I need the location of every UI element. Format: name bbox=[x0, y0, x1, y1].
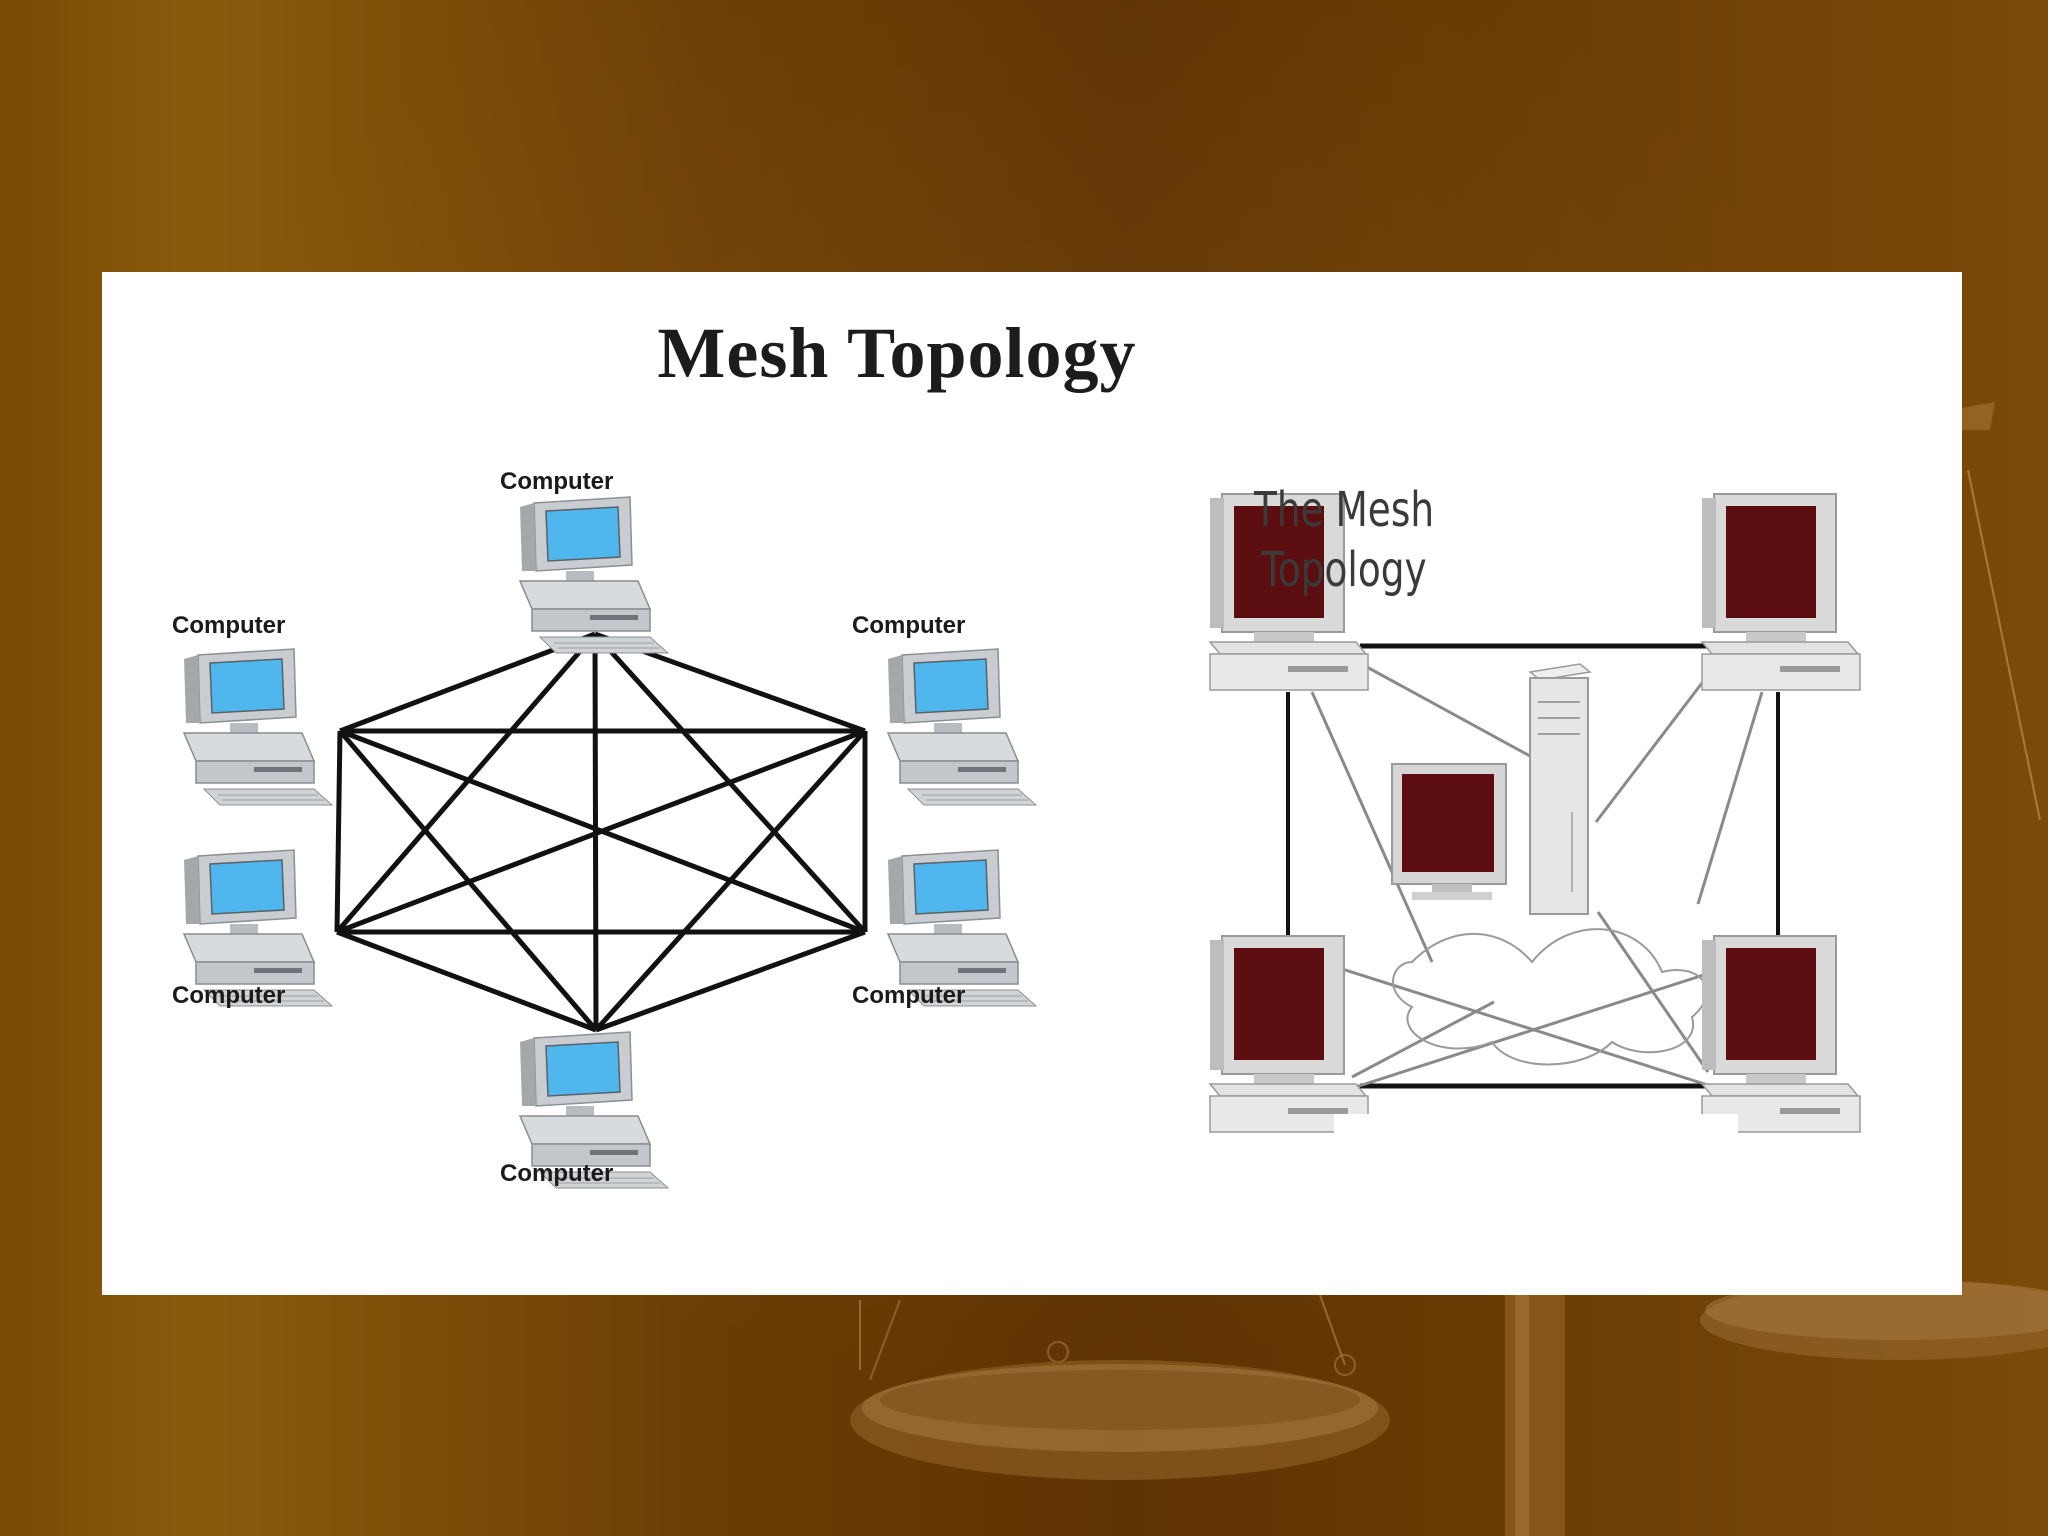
right-diagram-title: The Mesh Topology bbox=[1235, 480, 1453, 600]
mesh-topology-figure: Mesh Topology bbox=[102, 272, 1962, 1295]
left-mesh-links bbox=[334, 631, 868, 1033]
node-label-lower-left: Computer bbox=[172, 982, 286, 1009]
node-label-top: Computer bbox=[500, 468, 614, 495]
computer-icon-top-right bbox=[1701, 493, 1861, 691]
computer-icon-upper-right bbox=[887, 648, 1037, 806]
node-label-upper-right: Computer bbox=[852, 612, 966, 639]
right-mesh-links bbox=[1286, 643, 1780, 1096]
computer-icon-upper-left bbox=[183, 648, 333, 806]
center-monitor-icon bbox=[1391, 763, 1507, 900]
right-title-line2: Topology bbox=[1261, 542, 1427, 598]
computer-icon-bottom-left bbox=[1209, 935, 1369, 1133]
right-title-line1: The Mesh bbox=[1253, 482, 1435, 538]
node-label-bottom: Computer bbox=[500, 1160, 614, 1187]
server-tower-icon bbox=[1528, 663, 1592, 915]
node-label-upper-left: Computer bbox=[172, 612, 286, 639]
figure-title: Mesh Topology bbox=[657, 313, 1137, 393]
diagrams-canvas bbox=[183, 493, 1861, 1189]
computer-icon-top bbox=[519, 496, 669, 654]
computer-icon-bottom-right bbox=[1701, 935, 1861, 1133]
node-label-lower-right: Computer bbox=[852, 982, 966, 1009]
